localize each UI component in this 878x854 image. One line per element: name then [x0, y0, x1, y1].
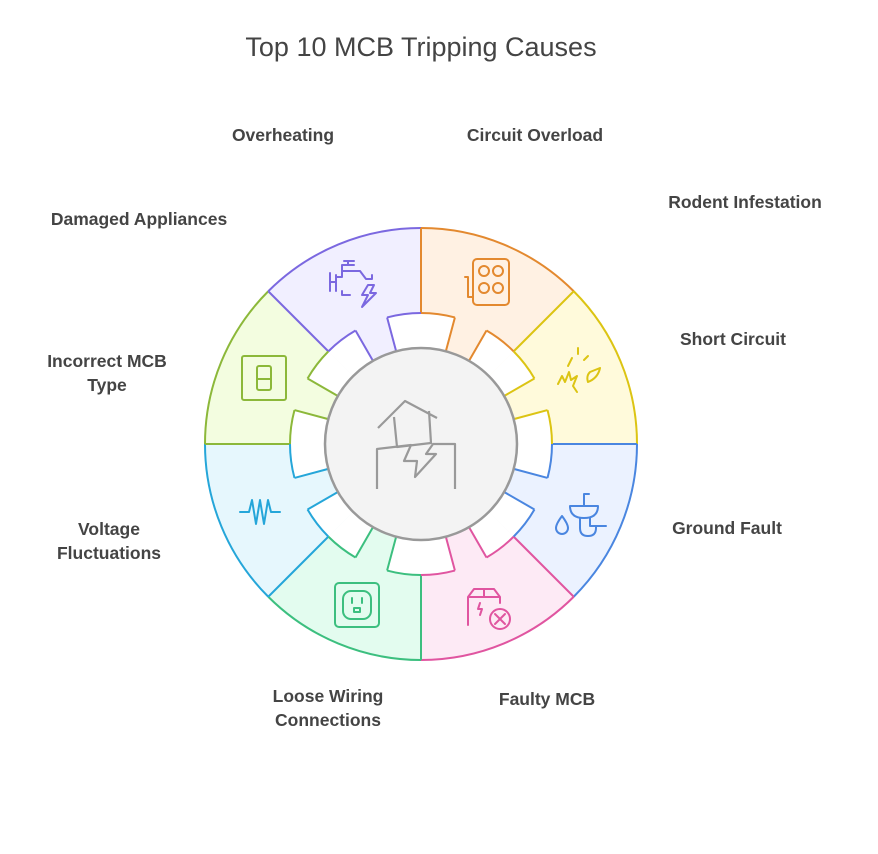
- tab-edge: [503, 491, 535, 511]
- tab-notch: [421, 536, 455, 575]
- tab-notch: [387, 536, 421, 575]
- segment-divider: [512, 290, 575, 353]
- tab-edge: [503, 377, 535, 397]
- label-short-circuit: Short Circuit: [680, 329, 786, 349]
- segment-fill: [268, 511, 421, 660]
- sink-pipe-icon: [555, 493, 607, 537]
- label-damaged-appliances: Damaged Appliances: [50, 209, 228, 229]
- segment-divider: [267, 290, 330, 353]
- segment-outer-arc: [420, 596, 575, 661]
- broken-box-icon: [467, 588, 511, 630]
- segment-overheating: [267, 227, 422, 377]
- tab-edge: [307, 377, 339, 397]
- diagram-title: Top 10 MCB Tripping Causes: [245, 32, 597, 62]
- power-outlet-icon: [464, 258, 510, 306]
- label-faulty-mcb: Faulty MCB: [498, 689, 596, 709]
- tab-edge: [513, 409, 548, 421]
- tab-edge: [444, 317, 456, 352]
- segment-faulty-mcb: [420, 511, 575, 661]
- label-line: Voltage: [78, 519, 140, 539]
- tab-notch: [290, 444, 329, 478]
- label-line: Type: [87, 375, 127, 395]
- label-line: Connections: [275, 710, 381, 730]
- tab-edge: [307, 491, 339, 511]
- label-overheating: Overheating: [231, 125, 335, 145]
- segment-divider: [267, 535, 330, 598]
- segment-loose-wiring: [267, 511, 422, 661]
- label-ground-fault: Ground Fault: [672, 518, 782, 538]
- tab-notch: [290, 410, 329, 444]
- segment-fill: [205, 291, 354, 444]
- waveform-icon: [239, 499, 281, 525]
- tab-notch: [421, 313, 455, 352]
- segment-outer-arc: [267, 596, 422, 661]
- label-rodent-infestation: Rodent Infestation: [668, 192, 822, 212]
- segment-outer-arc: [204, 290, 269, 445]
- segment-outer-arc: [420, 227, 575, 292]
- tab-edge: [294, 467, 329, 479]
- segment-voltage-fluctuations: [204, 443, 354, 598]
- segment-divider: [512, 535, 575, 598]
- label-line: Loose Wiring: [272, 686, 384, 706]
- tab-edge: [386, 317, 398, 352]
- broken-house-lightning-icon: [375, 399, 457, 489]
- segment-circuit-overload: [420, 227, 575, 377]
- segment-ground-fault: [488, 443, 638, 598]
- tab-edge: [468, 526, 488, 558]
- engine-icon: [329, 260, 377, 308]
- segment-fill: [205, 444, 354, 597]
- label-line: Fluctuations: [56, 543, 162, 563]
- segment-fill: [268, 228, 421, 377]
- segment-outer-arc: [573, 290, 638, 445]
- segment-fill: [488, 291, 637, 444]
- label-incorrect-mcb-type: Incorrect MCB Type: [47, 349, 167, 397]
- segment-outer-arc: [267, 227, 422, 292]
- segment-incorrect-mcb-type: [204, 290, 354, 445]
- spark-icon: [557, 347, 601, 393]
- label-circuit-overload: Circuit Overload: [466, 125, 604, 145]
- segment-fill: [421, 511, 574, 660]
- tab-edge: [386, 536, 398, 571]
- tab-edge: [468, 330, 488, 362]
- label-line: Incorrect MCB: [47, 351, 167, 371]
- tab-edge: [294, 409, 329, 421]
- segment-short-circuit: [488, 290, 638, 445]
- tab-edge: [354, 330, 374, 362]
- tab-notch: [387, 313, 421, 352]
- tab-notch: [513, 444, 552, 478]
- switch-icon: [241, 355, 287, 401]
- segment-outer-arc: [204, 443, 269, 598]
- segment-outer-arc: [573, 443, 638, 598]
- tab-edge: [444, 536, 456, 571]
- tab-edge: [513, 467, 548, 479]
- tab-edge: [354, 526, 374, 558]
- segment-fill: [488, 444, 637, 597]
- tab-notch: [513, 410, 552, 444]
- segment-fill: [421, 228, 574, 377]
- wall-socket-icon: [334, 582, 380, 628]
